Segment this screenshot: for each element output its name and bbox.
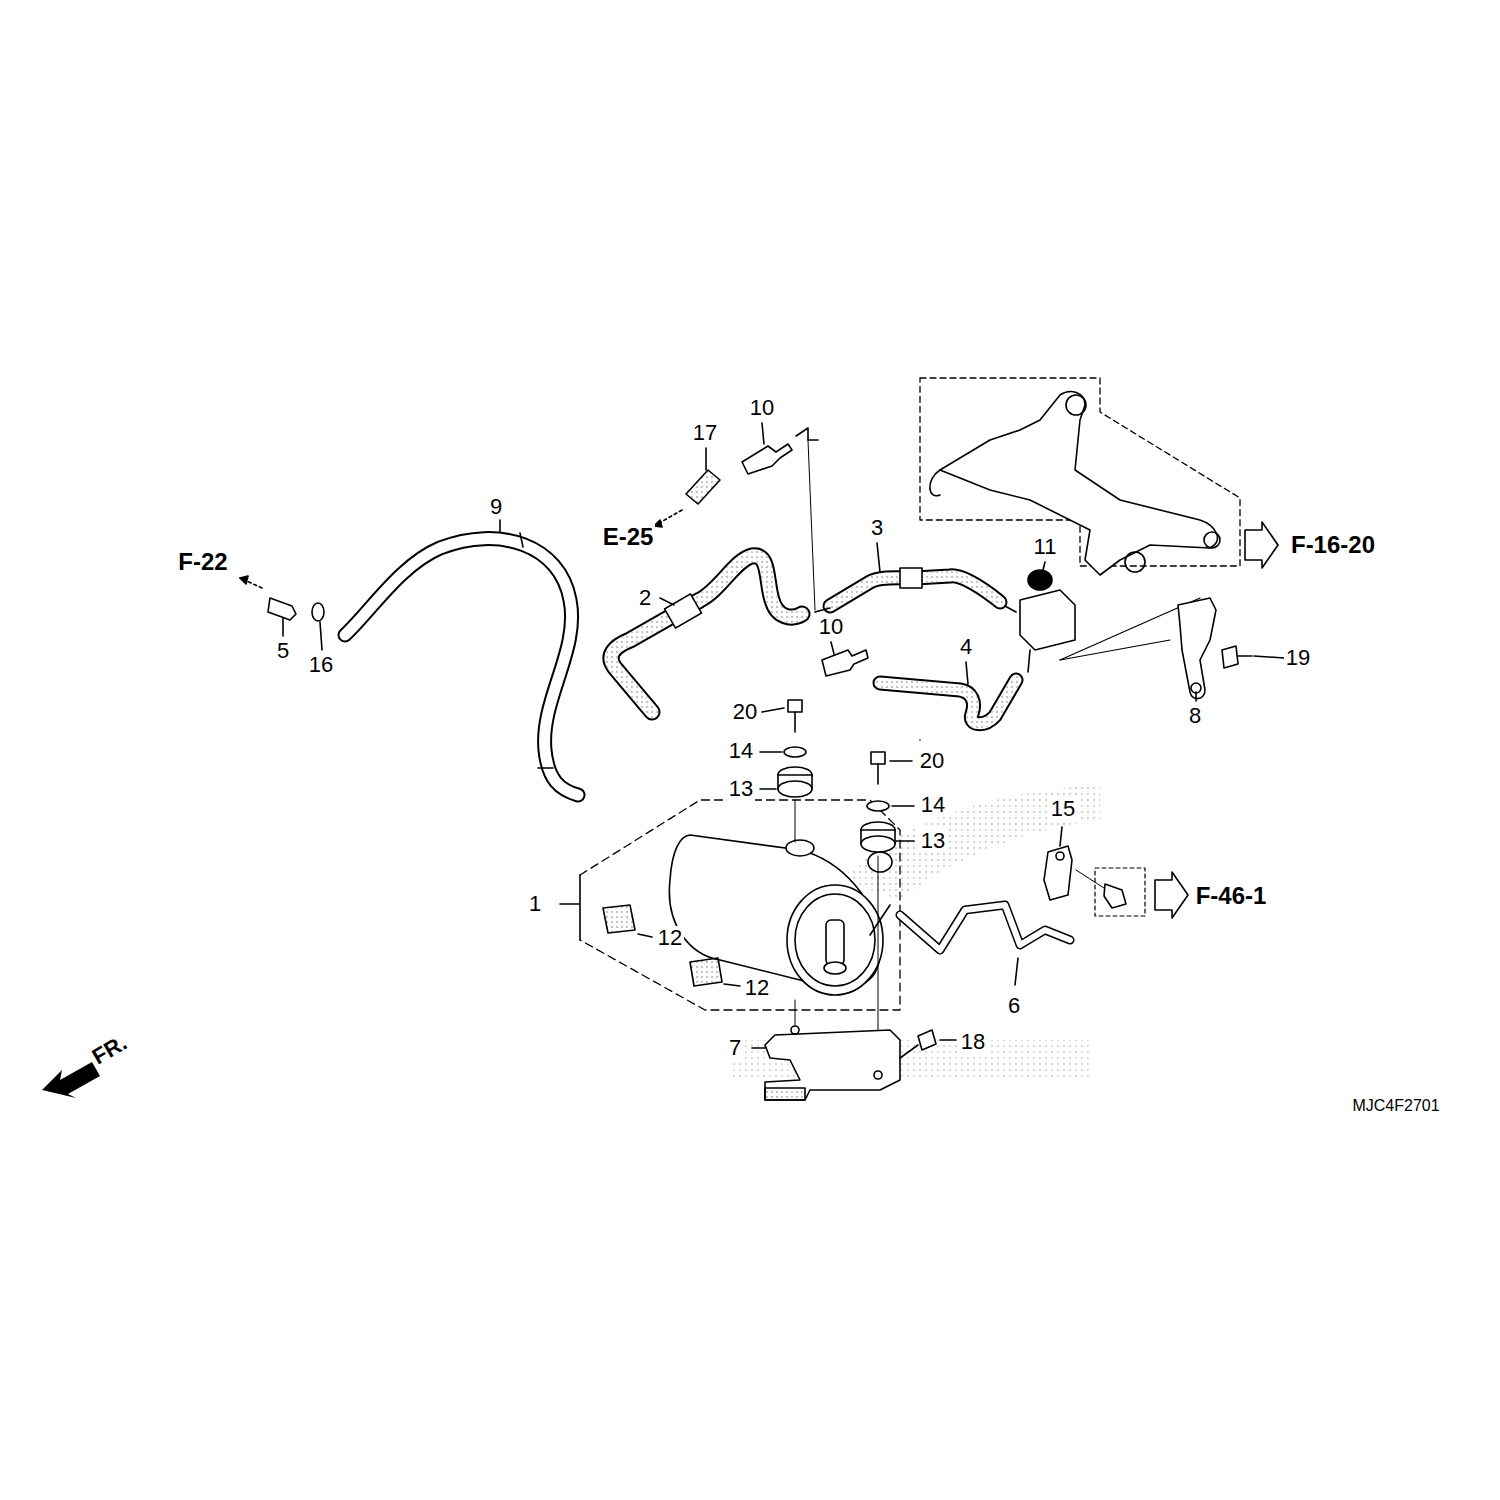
callout-number: 10	[817, 615, 845, 639]
callout-number: 13	[919, 829, 947, 853]
callout-number: 11	[1032, 535, 1059, 559]
callout-number: 6	[1006, 994, 1022, 1018]
reference-label: F-46-1	[1194, 883, 1269, 909]
callout-number: 1	[527, 892, 543, 916]
callout-number: 8	[1187, 704, 1203, 728]
callout-number: 10	[748, 396, 776, 420]
callout-number: 17	[691, 421, 719, 445]
front-arrow	[42, 1062, 100, 1098]
diagram-code: MJC4F2701	[1350, 1097, 1441, 1115]
callout-number: 15	[1049, 797, 1077, 821]
callout-number: 20	[918, 749, 946, 773]
callout-number: 5	[275, 639, 291, 663]
callout-number: 9	[488, 495, 504, 519]
callout-number: 18	[959, 1030, 987, 1054]
callout-number: 12	[743, 976, 771, 1000]
callout-number: 20	[731, 700, 759, 724]
callout-number: 14	[727, 739, 755, 763]
callout-number: 3	[869, 516, 885, 540]
callout-number: 2	[637, 586, 653, 610]
callout-number: 12	[656, 926, 684, 950]
callout-number: 19	[1284, 646, 1312, 670]
callout-number: 7	[727, 1036, 743, 1060]
callout-number: 13	[727, 777, 755, 801]
callout-number: 14	[919, 793, 947, 817]
front-label: FR.	[87, 1030, 133, 1071]
reference-label: E-25	[601, 524, 656, 550]
reference-label: F-22	[176, 549, 229, 575]
reference-label: F-16-20	[1289, 532, 1377, 558]
callout-number: 16	[307, 653, 335, 677]
callout-number: 4	[958, 635, 974, 659]
